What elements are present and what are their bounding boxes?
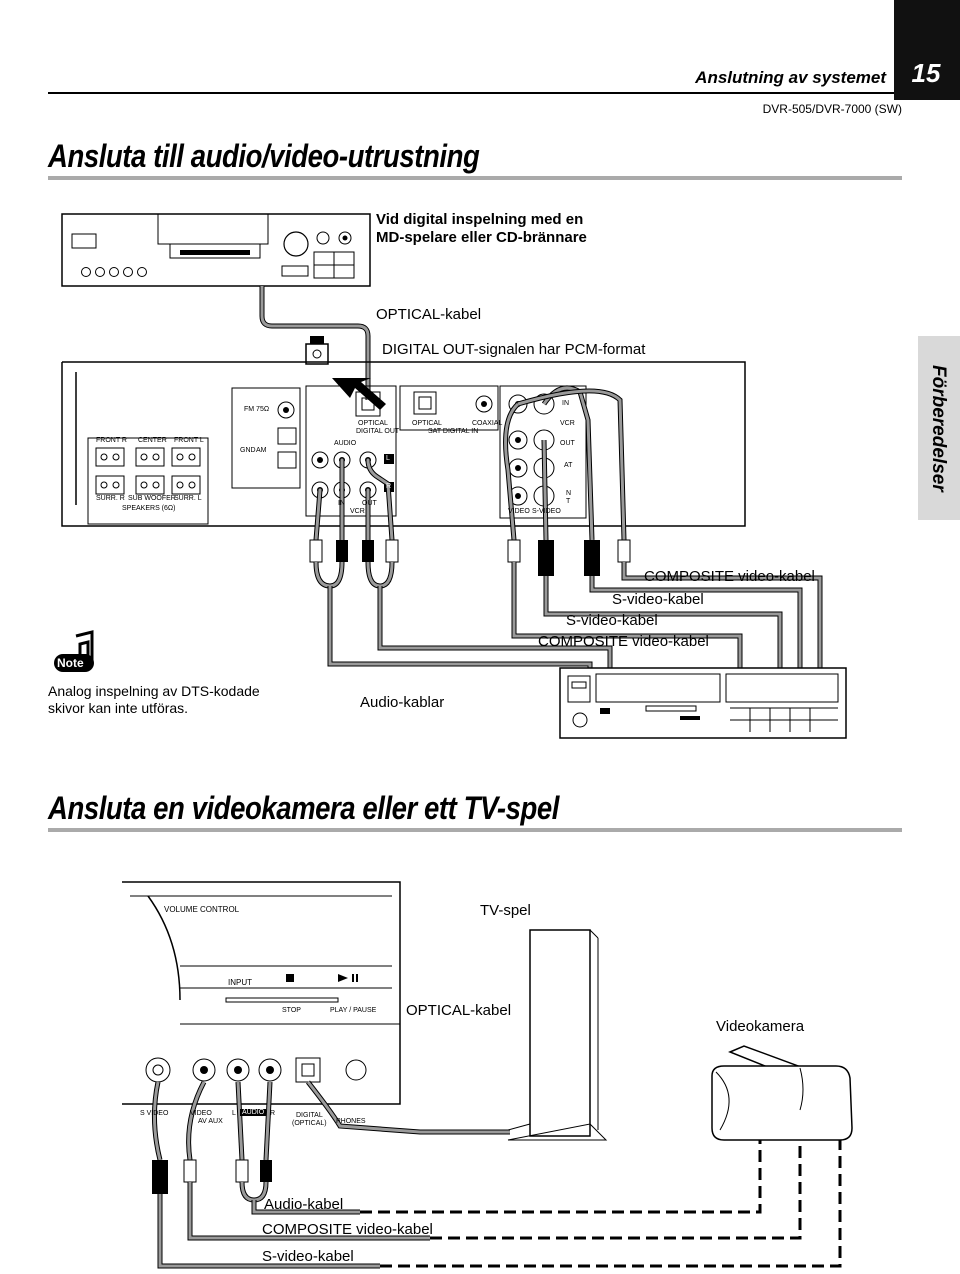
composite-cable-label-3: COMPOSITE video-kabel xyxy=(262,1221,433,1238)
panel-sat-digital-in: SAT DIGITAL IN xyxy=(428,428,479,435)
fp-stop: STOP xyxy=(282,1007,301,1014)
tv-game-device xyxy=(507,929,608,1141)
panel-r: R xyxy=(386,483,392,490)
panel-v-out: OUT xyxy=(560,440,575,447)
side-tab-label: Förberedelser xyxy=(928,364,949,492)
panel-coaxial: COAXIAL xyxy=(472,420,503,427)
note-line-1: Analog inspelning av DTS-kodade xyxy=(48,683,260,699)
panel-vcr: VCR xyxy=(350,508,365,515)
panel-gnd: GND xyxy=(240,447,256,454)
header-rule xyxy=(48,92,894,94)
composite-cable-label-2: COMPOSITE video-kabel xyxy=(538,633,709,650)
panel-l: L xyxy=(386,455,390,462)
side-tab xyxy=(918,336,960,520)
video-camera-device xyxy=(711,1045,853,1141)
fp-digital: DIGITAL xyxy=(296,1112,323,1119)
panel-front-l: FRONT L xyxy=(174,437,204,444)
fp-optical: (OPTICAL) xyxy=(292,1120,327,1127)
panel-sat: AT xyxy=(564,462,573,469)
note-icon xyxy=(54,630,94,672)
fp-play-pause: PLAY / PAUSE xyxy=(330,1007,377,1014)
fp-phones: PHONES xyxy=(336,1118,366,1125)
fp-s-video: S VIDEO xyxy=(140,1110,169,1117)
panel-center: CENTER xyxy=(138,437,167,444)
audio-cables-label: Audio-kablar xyxy=(360,694,445,711)
panel-front-r: FRONT R xyxy=(96,437,127,444)
panel-sub-woofer: SUB WOOFER xyxy=(128,495,176,502)
panel-am: AM xyxy=(256,447,267,454)
panel-surr-l: SURR. L xyxy=(174,495,202,502)
svideo-cable-label-2: S-video-kabel xyxy=(566,612,658,629)
panel-optical-out: OPTICAL xyxy=(358,420,388,427)
video-plugs xyxy=(507,539,631,576)
panel-digital-out: DIGITAL OUT xyxy=(356,428,400,435)
vcr-device xyxy=(559,667,847,739)
page-number: 15 xyxy=(911,58,941,88)
digital-out-note: DIGITAL OUT-signalen har PCM-format xyxy=(382,341,646,358)
note-text: Analog inspelning av DTS-kodade skivor k… xyxy=(48,683,260,717)
fp-video: VIDEO xyxy=(190,1110,212,1117)
camera-label: Videokamera xyxy=(716,1018,805,1035)
svideo-cable-label-1: S-video-kabel xyxy=(612,591,704,608)
fp-audio: AUDIO xyxy=(240,1109,267,1116)
front-panel-device xyxy=(122,881,401,1105)
panel-v-vcr: VCR xyxy=(560,420,575,427)
audio-cable-label: Audio-kabel xyxy=(264,1196,344,1213)
section1-rule xyxy=(48,176,902,180)
section2-title: Ansluta en videokamera eller ett TV-spel xyxy=(48,790,559,826)
model-number: DVR-505/DVR-7000 (SW) xyxy=(762,102,902,116)
note-line-2: skivor kan inte utföras. xyxy=(48,700,189,716)
optical-cap-icon xyxy=(305,336,329,365)
panel-s-video: S-VIDEO xyxy=(532,508,561,515)
game-label: TV-spel xyxy=(480,902,531,919)
panel-speakers: SPEAKERS (6Ω) xyxy=(122,505,176,512)
section2-rule xyxy=(48,828,902,832)
panel-out: OUT xyxy=(362,500,377,507)
svideo-cable-label-3: S-video-kabel xyxy=(262,1248,354,1265)
fp-r: R xyxy=(270,1110,276,1117)
composite-cable-label-1: COMPOSITE video-kabel xyxy=(644,568,815,585)
section1-title: Ansluta till audio/video-utrustning xyxy=(48,138,480,174)
md-recorder-device xyxy=(61,213,371,287)
panel-video: VIDEO xyxy=(508,508,530,515)
panel-surr-r: SURR. R xyxy=(96,495,125,502)
panel-audio: AUDIO xyxy=(334,440,357,447)
panel-optical-in: OPTICAL xyxy=(412,420,442,427)
optical-cable-label: OPTICAL-kabel xyxy=(376,306,482,323)
panel-in: IN xyxy=(338,500,345,507)
fp-l: L xyxy=(232,1110,236,1117)
section-title: Anslutning av systemet xyxy=(695,68,886,87)
fp-av-aux: AV AUX xyxy=(198,1118,223,1125)
panel-st: T xyxy=(566,498,571,505)
optical-cable-label-2: OPTICAL-kabel xyxy=(406,1002,512,1019)
panel-fm: FM 75Ω xyxy=(244,406,270,413)
note-badge-text: Note xyxy=(57,656,84,670)
recorder-label-1: Vid digital inspelning med en xyxy=(376,211,584,228)
recorder-label-2: MD-spelare eller CD-brännare xyxy=(376,229,587,246)
panel-mon: N xyxy=(566,490,572,497)
page-number-box xyxy=(894,0,960,100)
audio-plugs xyxy=(309,539,399,563)
rear-panel xyxy=(61,361,746,527)
panel-v-in: IN xyxy=(562,400,569,407)
fp-input: INPUT xyxy=(228,978,252,987)
fp-volume: VOLUME CONTROL xyxy=(164,905,240,914)
